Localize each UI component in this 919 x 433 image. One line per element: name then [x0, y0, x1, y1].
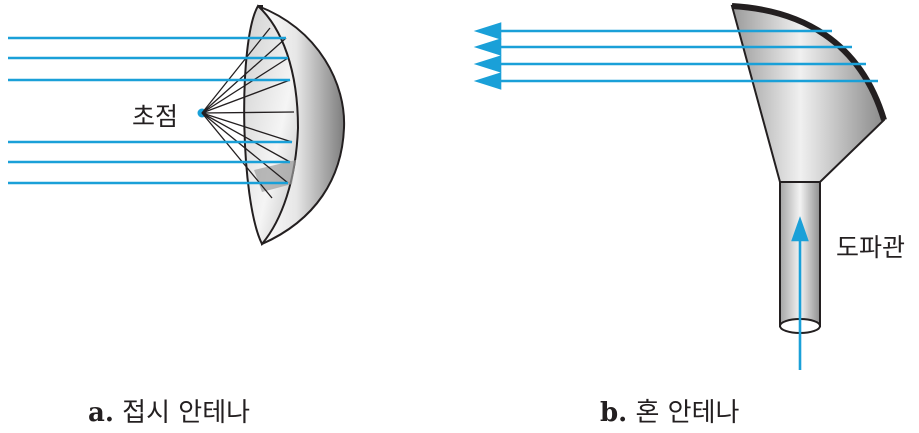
- caption-horn-antenna: b. 혼 안테나: [600, 392, 739, 429]
- dish-incoming-rays: [8, 36, 292, 185]
- horn-outgoing-rays: [473, 22, 878, 90]
- horn-flare: [730, 4, 886, 183]
- caption-b-letter: b.: [600, 398, 628, 428]
- waveguide-label: 도파관: [836, 233, 906, 262]
- focus-label: 초점: [132, 102, 179, 131]
- horn-antenna: [473, 3, 887, 370]
- dish-antenna: [8, 4, 346, 246]
- caption-a-letter: a.: [88, 398, 114, 428]
- waveguide-ray: [791, 216, 809, 370]
- horn-reflector-rim: [731, 3, 887, 121]
- caption-b-text: 혼 안테나: [635, 398, 740, 428]
- caption-dish-antenna: a. 접시 안테나: [88, 392, 250, 429]
- caption-a-text: 접시 안테나: [122, 398, 251, 428]
